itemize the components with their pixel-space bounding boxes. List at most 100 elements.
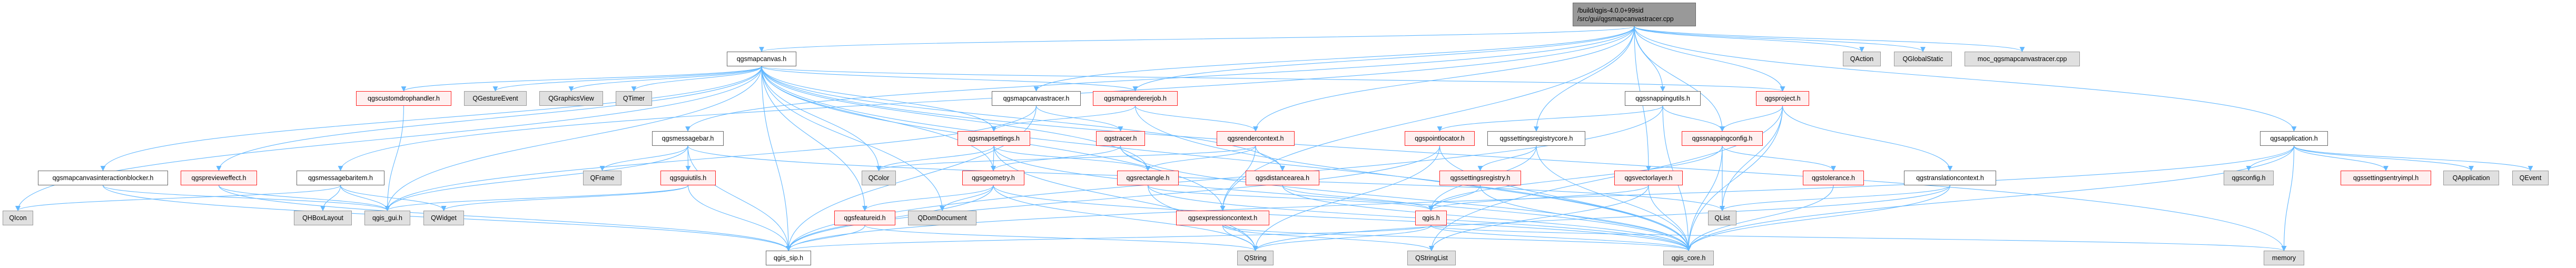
graph-node-qtimer[interactable]: QTimer [616,91,652,106]
graph-node-qgssnappingutils[interactable]: qgssnappingutils.h [1625,91,1701,106]
edge-qgssettingsregistrycore-to-qgssettingsregistry [1477,145,1537,171]
edge-qgspointlocator-to-QString [1252,145,1440,251]
graph-node-qgsgeometry[interactable]: qgsgeometry.h [962,171,1024,185]
graph-node-qgspointlocator[interactable]: qgspointlocator.h [1405,131,1475,146]
graph-node-qgssettingsregistry[interactable]: qgssettingsregistry.h [1439,171,1521,185]
edge-qgsmaprendererjob-to-qgsrendercontext [1134,105,1258,132]
graph-node-qevent[interactable]: QEvent [2512,171,2549,185]
graph-node-qglobalstatic[interactable]: QGlobalStatic [1894,52,1952,66]
edge-qgsrendercontext-to-QColor [876,145,1256,171]
graph-node-qgsexpressioncontext[interactable]: qgsexpressioncontext.h [1176,211,1269,225]
edge-qgssnappingconfig-to-qgstolerance [1722,145,1836,171]
graph-node-qgstracer[interactable]: qgstracer.h [1096,131,1145,146]
graph-node-qgsprevieweffect[interactable]: qgsprevieweffect.h [181,171,257,185]
graph-node-qgis-sip[interactable]: qgis_sip.h [766,251,811,265]
graph-node-qframe[interactable]: QFrame [583,171,621,185]
graph-node-qgsvectorlayer[interactable]: qgsvectorlayer.h [1614,171,1683,185]
graph-node-qgstolerance[interactable]: qgstolerance.h [1803,171,1864,185]
graph-node-qgsrendercontext[interactable]: qgsrendercontext.h [1217,131,1295,146]
edge-qgsmapcanvas-to-qgis_core [761,66,1691,251]
edge-qgsrendercontext-to-qgsexpressioncontext [1220,145,1256,211]
edge-qgsrendercontext-to-qgsdistancearea [1255,145,1285,171]
edge-qgsrectangle-to-qgis [1147,185,1434,211]
graph-node-qgestureevent[interactable]: QGestureEvent [464,91,527,106]
edge-qgsmessagebar-to-QList [687,145,1725,211]
graph-node-qgssettingsentryimpl[interactable]: qgssettingsentryimpl.h [2341,171,2431,185]
edge-qgspointlocator-to-qgis_sip [786,145,1440,251]
edge-qgsmaprendererjob-to-qgis_core [1134,105,1691,251]
graph-node-qwidget[interactable]: QWidget [423,211,464,225]
node-label: QHBoxLayout [302,214,343,222]
graph-node-qgsfeatureid[interactable]: qgsfeatureid.h [834,211,895,225]
graph-node-qgsmapcanvas[interactable]: qgsmapcanvas.h [727,52,796,66]
node-label: qgsrectangle.h [1126,174,1170,182]
graph-node-qgsmapsettings[interactable]: qgsmapsettings.h [958,131,1030,146]
graph-node-qgsmaprendererjob[interactable]: qgsmaprendererjob.h [1093,91,1178,106]
graph-node-qhboxlayout[interactable]: QHBoxLayout [294,211,352,225]
graph-node-qgsapplication[interactable]: qgsapplication.h [2260,131,2328,146]
graph-node-qgssnappingconfig[interactable]: qgssnappingconfig.h [1682,131,1763,146]
edge-qgsmessagebaritem-to-QHBoxLayout [320,185,341,211]
node-label: qgis_gui.h [372,214,402,222]
edge-qgsmapcanvas-to-qgis_sip [761,66,791,251]
graph-node-qgstranslationcontext[interactable]: qgstranslationcontext.h [1904,171,1996,185]
node-label: qgstolerance.h [1811,174,1855,182]
edge-root-to-qgsproject [1634,26,1785,92]
graph-node-qgsrectangle[interactable]: qgsrectangle.h [1117,171,1179,185]
edge-qgsmapcanvas-to-memory [761,66,2287,251]
edge-qgsproject-to-qgis_core [1686,105,1783,251]
node-label: qgsgeometry.h [972,174,1015,182]
node-label: qgssettingsentryimpl.h [2353,174,2419,182]
graph-node-qgsproject[interactable]: qgsproject.h [1756,91,1809,106]
node-label: QDomDocument [917,214,967,222]
graph-node-qapplication[interactable]: QApplication [2443,171,2499,185]
node-label: qgsfeatureid.h [844,214,886,222]
edge-qgsapplication-to-QEvent [2293,145,2533,171]
edge-qgstranslationcontext-to-QString [1252,185,1951,251]
graph-node-root[interactable]: /build/qgis-4.0.0+99sid/src/gui/qgsmapca… [1573,3,1696,26]
node-label: QString [1244,254,1267,262]
node-label: qgis_core.h [1671,254,1706,262]
root-file-path-line: /build/qgis-4.0.0+99sid [1577,6,1644,14]
edge-qgsapplication-to-qgis_sip [786,145,2295,251]
edge-qgsmapsettings-to-QColor [876,145,994,171]
graph-node-qgraphicsview[interactable]: QGraphicsView [539,91,603,106]
graph-node-qstring[interactable]: QString [1237,251,1274,265]
node-label: QWidget [431,214,457,222]
graph-node-qgsmessagebar[interactable]: qgsmessagebar.h [652,131,724,146]
graph-node-qaction[interactable]: QAction [1843,52,1881,66]
node-label: qgsvectorlayer.h [1624,174,1673,182]
graph-node-qlist[interactable]: QList [1708,211,1736,225]
node-label: QColor [868,174,890,182]
edge-qgsmapcanvas-to-qgsmapcanvasinteractionblocker [100,66,762,171]
graph-node-qgssettingsregistrycore[interactable]: qgssettingsregistrycore.h [1487,131,1585,146]
graph-node-qdomdocument[interactable]: QDomDocument [908,211,976,225]
edge-qgsprevieweffect-to-qgis_sip [218,185,791,251]
graph-node-moc[interactable]: moc_qgsmapcanvastracer.cpp [1965,52,2080,66]
graph-node-qgis[interactable]: qgis.h [1415,211,1447,225]
graph-node-qgis-gui[interactable]: qgis_gui.h [364,211,410,225]
graph-node-qgsguiutils[interactable]: qgsguiutils.h [660,171,716,185]
graph-node-qcolor[interactable]: QColor [862,171,896,185]
graph-node-qgis-core[interactable]: qgis_core.h [1663,251,1714,265]
graph-node-qgsmessagebaritem[interactable]: qgsmessagebaritem.h [297,171,384,185]
graph-node-qgsmapcanvastracer[interactable]: qgsmapcanvastracer.h [992,91,1081,106]
node-label: qgsdistancearea.h [1255,174,1310,182]
graph-node-qgsmapcanvasinteractionblocker[interactable]: qgsmapcanvasinteractionblocker.h [38,171,168,185]
edge-qgsmapcanvas-to-QIcon [15,66,762,211]
node-label: qgsapplication.h [2270,135,2318,142]
graph-node-qstringlist[interactable]: QStringList [1407,251,1456,265]
node-label: qgssnappingutils.h [1635,95,1690,102]
edge-qgstracer-to-qgis_core [1120,145,1691,251]
node-label: QGraphicsView [548,95,594,102]
graph-node-qgscustomdrophandler[interactable]: qgscustomdrophandler.h [356,91,451,106]
graph-node-qgsdistancearea[interactable]: qgsdistancearea.h [1246,171,1319,185]
edge-qgis-to-QString [1252,225,1432,251]
graph-node-memory[interactable]: memory [2264,251,2304,265]
edge-qgsmapsettings-to-qgsgeometry [991,145,996,171]
graph-node-qgsconfig[interactable]: qgsconfig.h [2224,171,2274,185]
edge-qgsprevieweffect-to-qgis_gui [218,185,390,211]
graph-node-qicon[interactable]: QIcon [3,211,33,225]
node-label: qgstranslationcontext.h [1916,174,1984,182]
edge-root-to-qgsapplication [1634,26,2297,132]
